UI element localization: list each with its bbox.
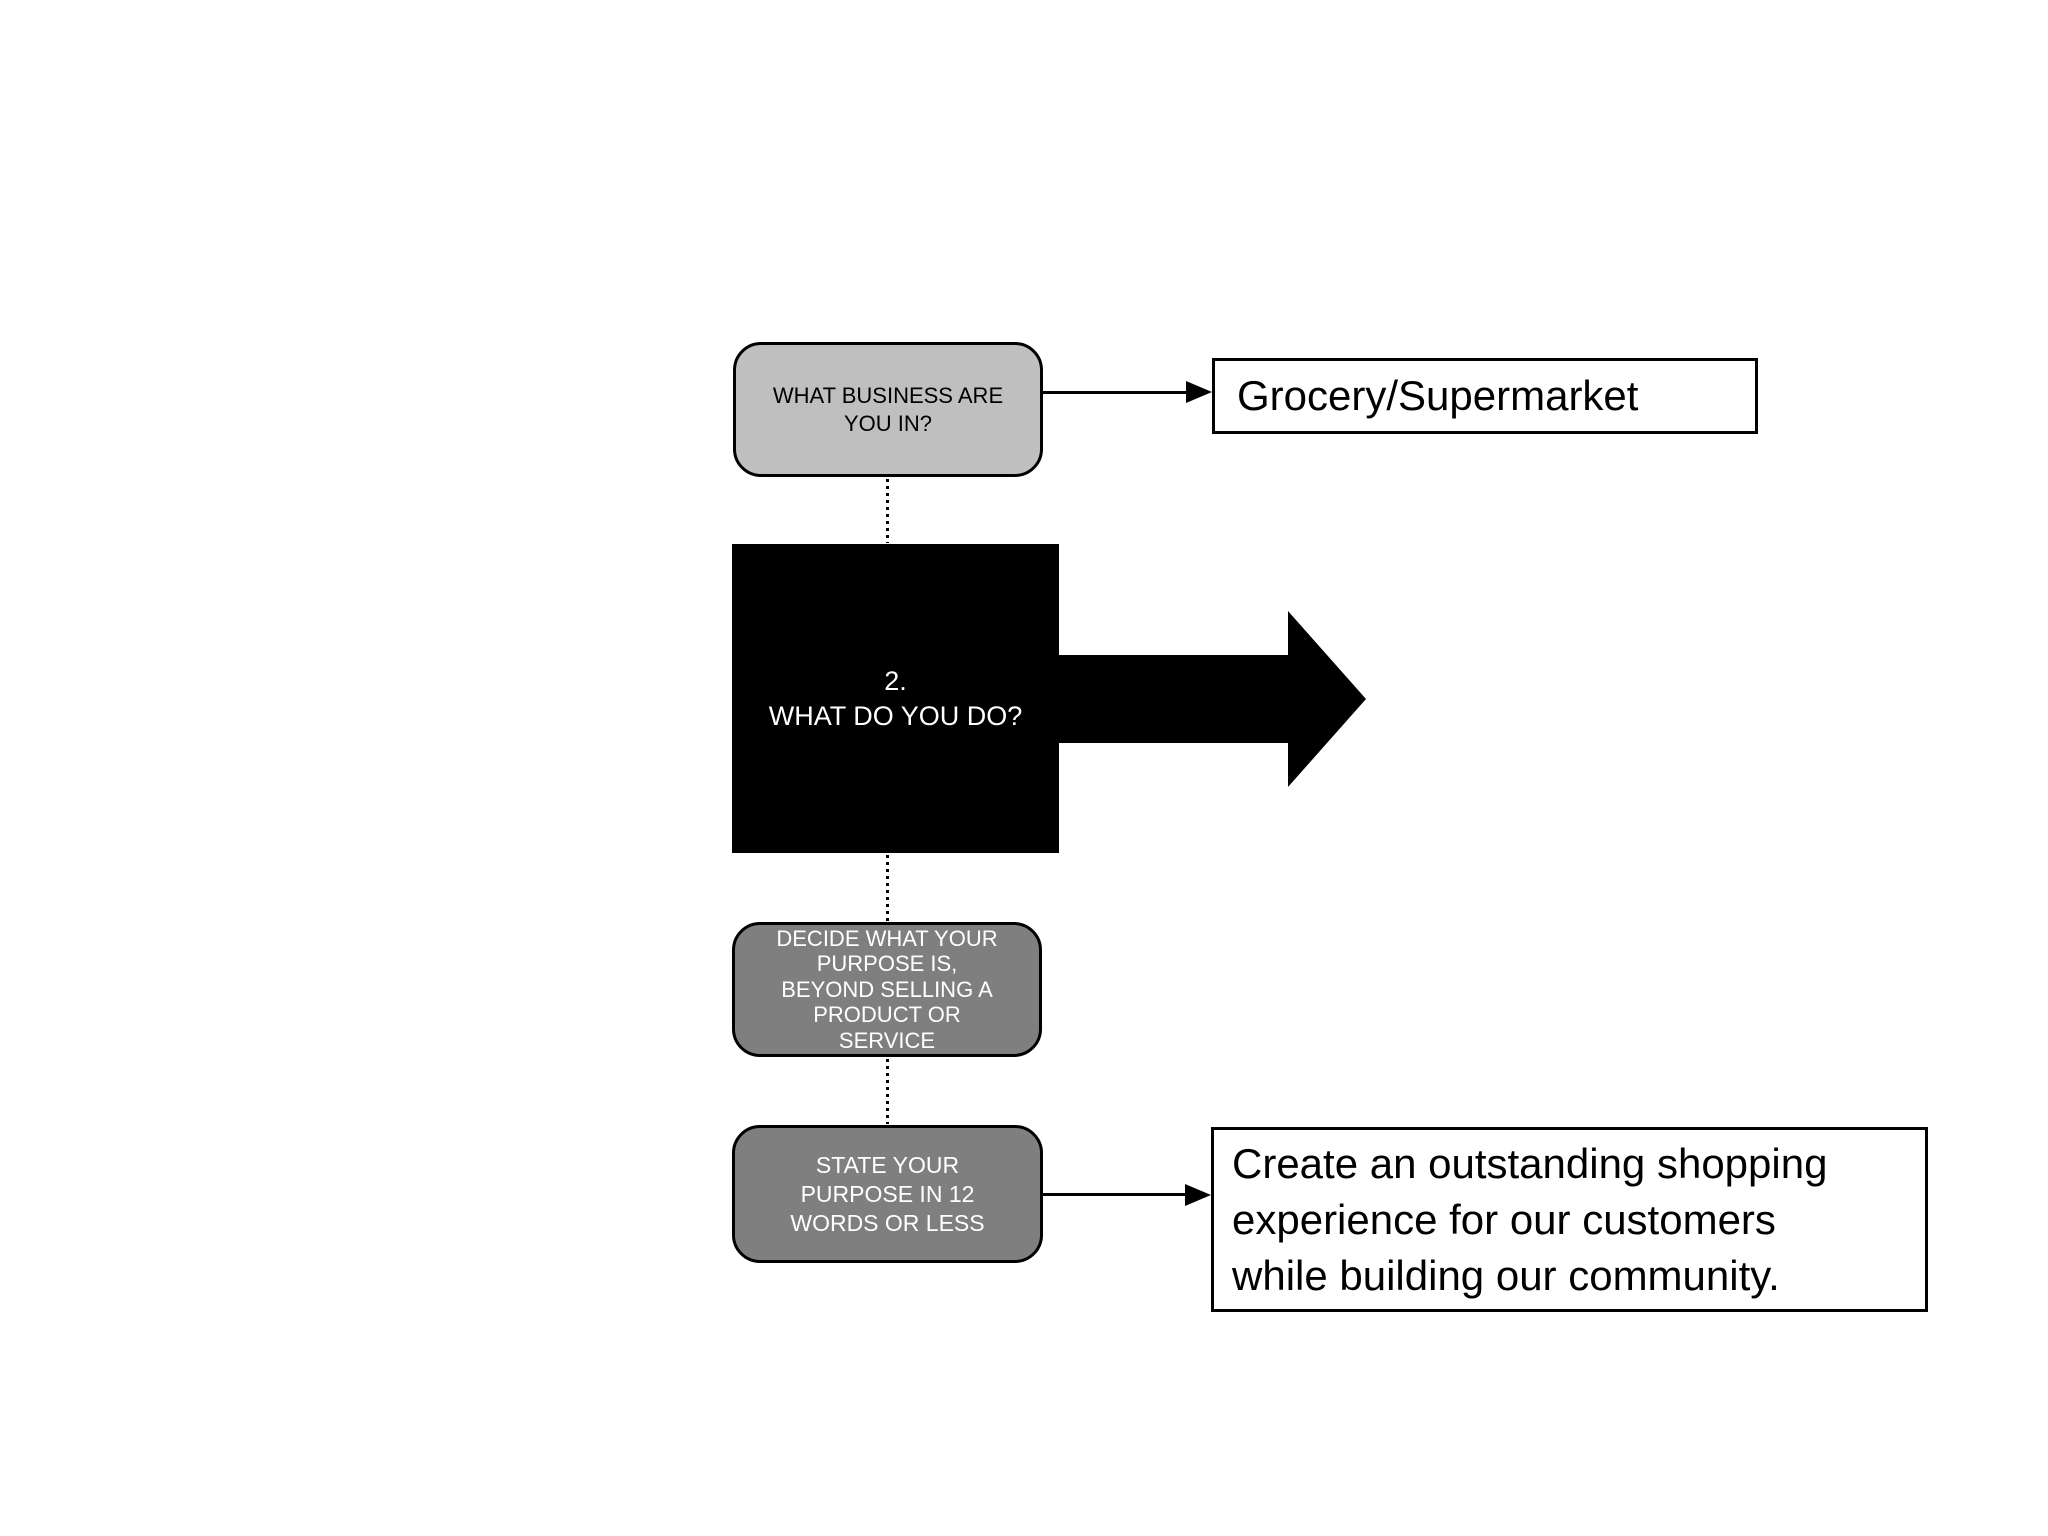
answer-box-business: Grocery/Supermarket: [1212, 358, 1758, 434]
answer-box-purpose-statement: Create an outstanding shopping experienc…: [1211, 1127, 1928, 1312]
node-label: STATE YOUR PURPOSE IN 12 WORDS OR LESS: [790, 1151, 985, 1236]
connector-line-business: [1043, 391, 1188, 394]
node-decide-your-purpose: DECIDE WHAT YOUR PURPOSE IS, BEYOND SELL…: [732, 922, 1042, 1057]
dotted-connector: [886, 855, 889, 921]
arrowhead-right-icon: [1186, 381, 1212, 403]
connector-line-purpose: [1043, 1193, 1187, 1196]
node-label: WHAT BUSINESS ARE YOU IN?: [772, 382, 1004, 436]
answer-text: Create an outstanding shopping experienc…: [1232, 1139, 1828, 1299]
node-what-business-are-you-in: WHAT BUSINESS ARE YOU IN?: [733, 342, 1043, 477]
node-state-your-purpose: STATE YOUR PURPOSE IN 12 WORDS OR LESS: [732, 1125, 1043, 1263]
answer-text: Grocery/Supermarket: [1237, 372, 1639, 419]
node-what-do-you-do: 2. WHAT DO YOU DO?: [732, 544, 1059, 853]
big-right-arrow-head-icon: [1288, 611, 1366, 787]
arrowhead-right-icon: [1185, 1184, 1211, 1206]
dotted-connector: [886, 479, 889, 543]
dotted-connector: [886, 1059, 889, 1124]
node-label: DECIDE WHAT YOUR PURPOSE IS, BEYOND SELL…: [776, 925, 998, 1053]
big-right-arrow-icon: [1059, 655, 1288, 743]
node-label: 2. WHAT DO YOU DO?: [768, 665, 1023, 731]
